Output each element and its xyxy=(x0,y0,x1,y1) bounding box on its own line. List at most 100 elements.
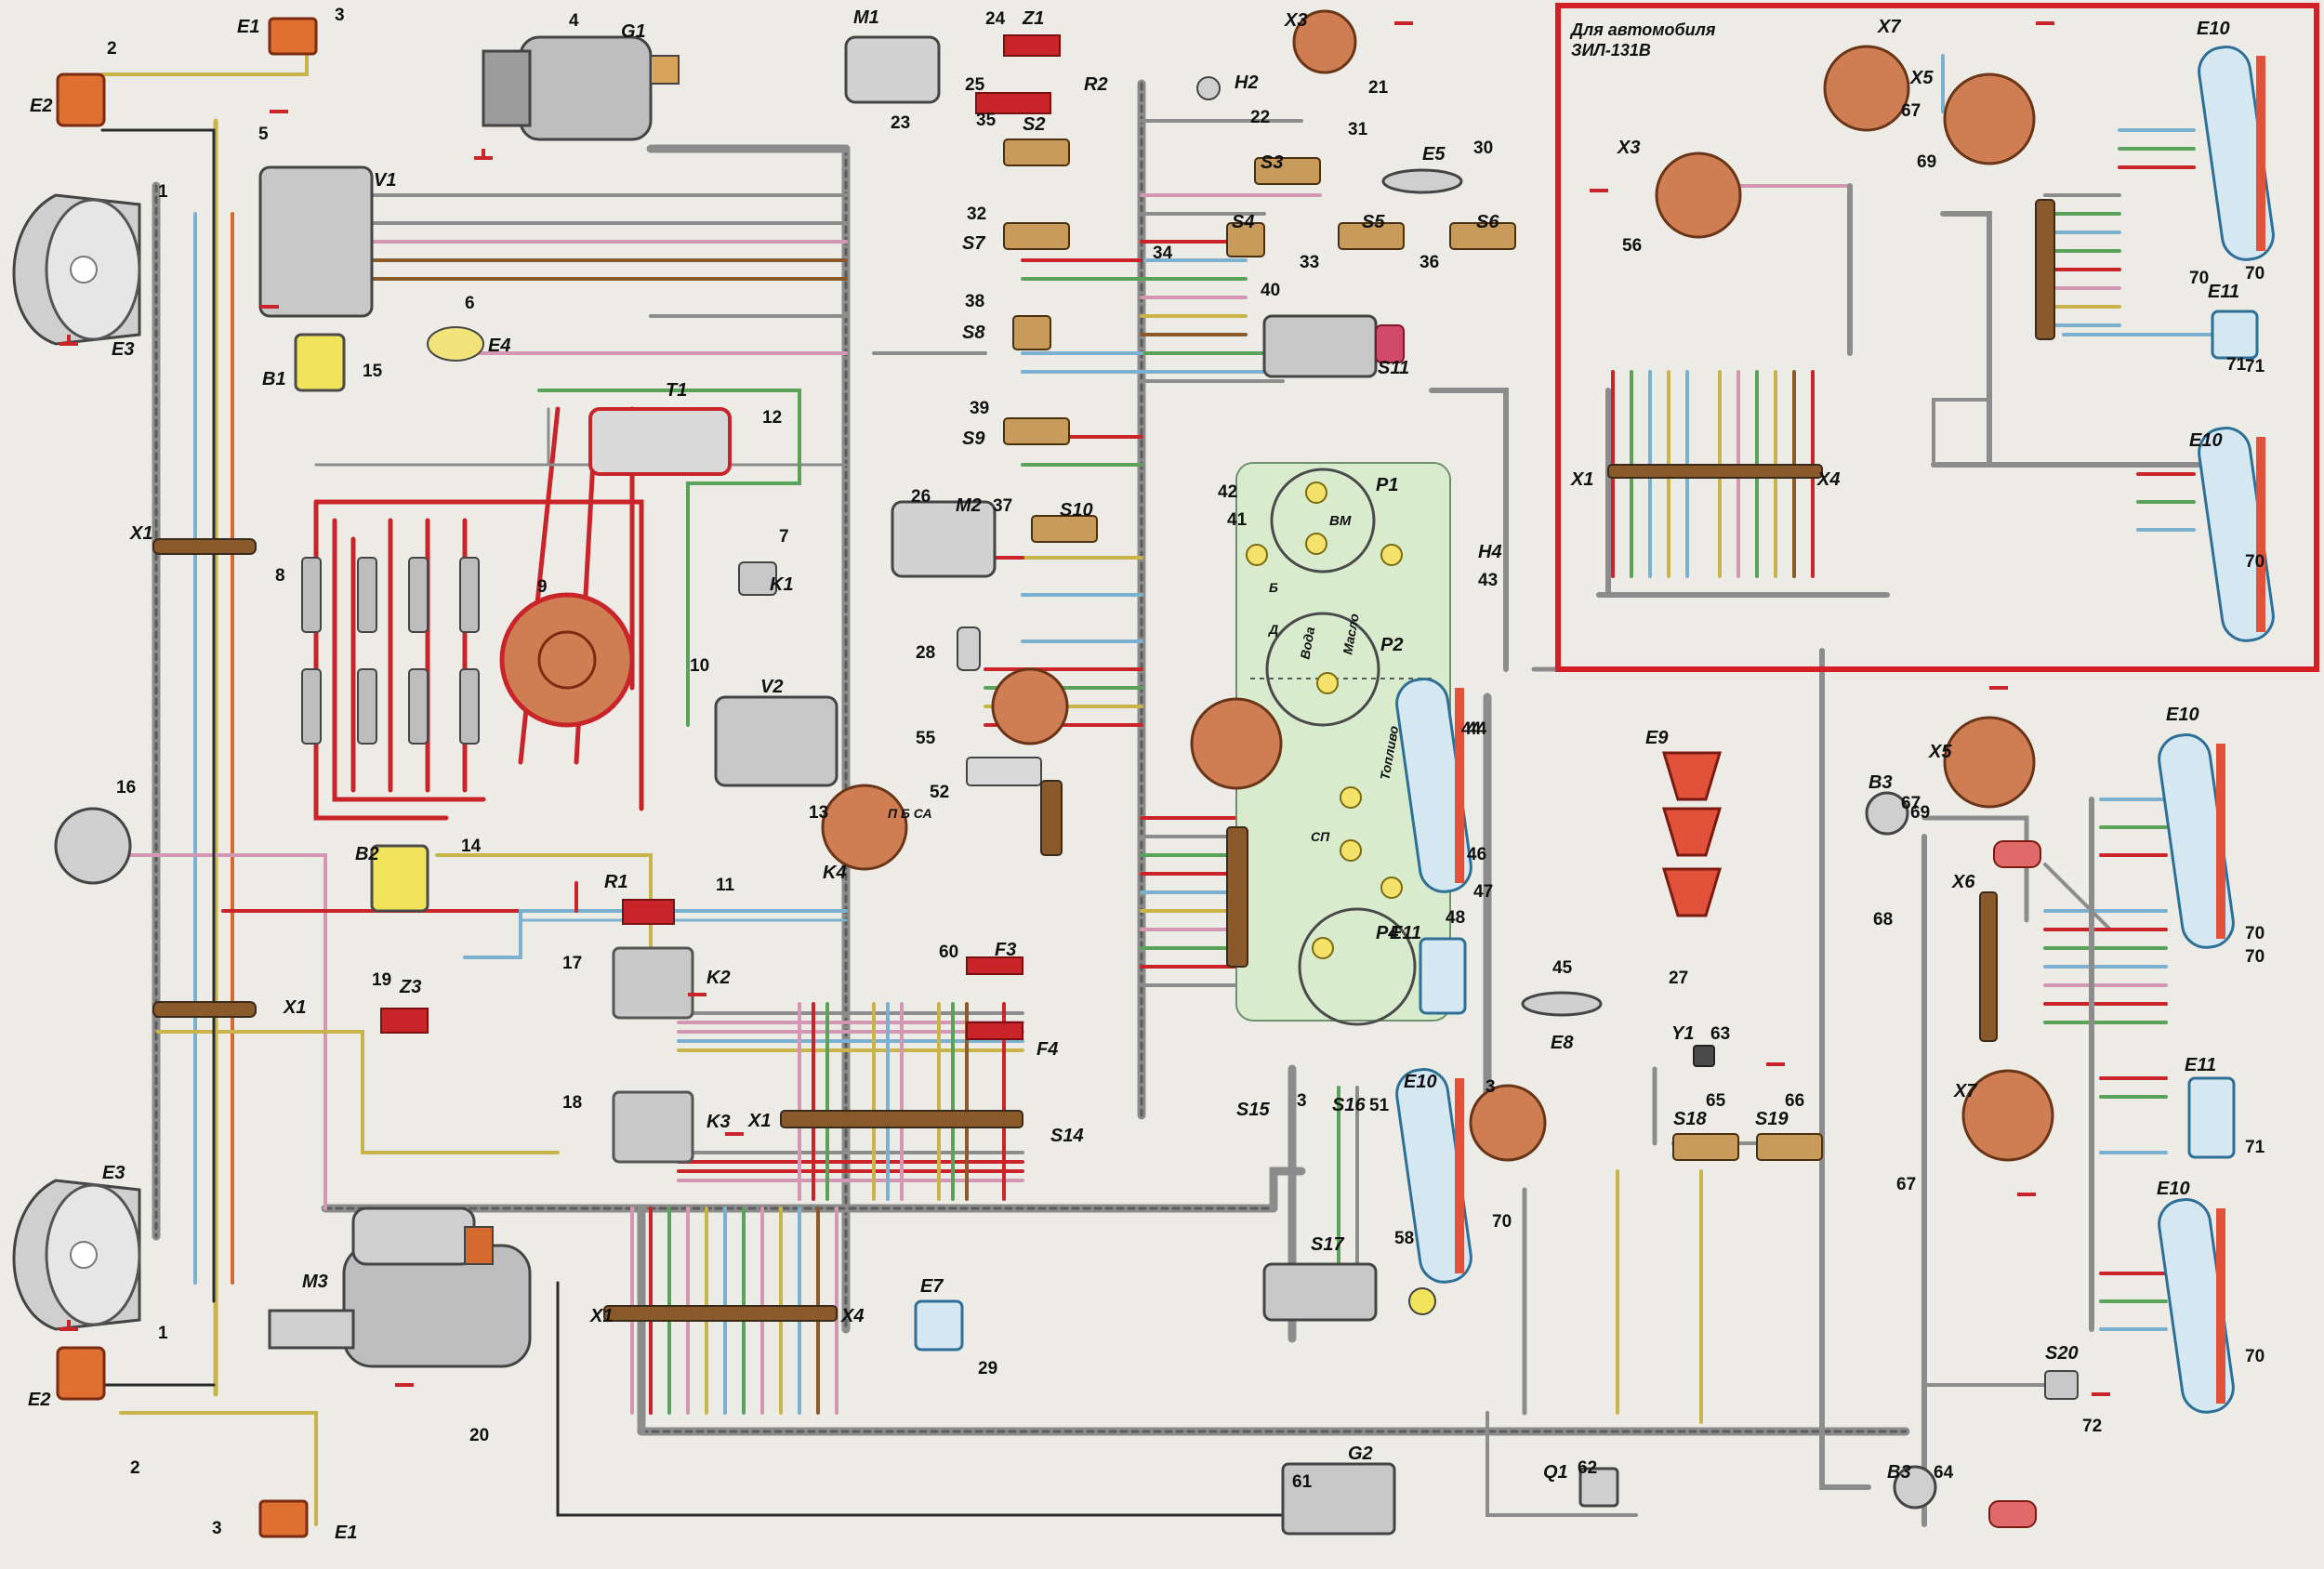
resistor-r2 xyxy=(975,92,1051,114)
component-label-lamp_e8: E8 xyxy=(1551,1033,1574,1053)
block-55 xyxy=(966,757,1042,786)
component-label-h4: H4 xyxy=(1478,542,1502,562)
terminal-d: Д xyxy=(1268,622,1278,637)
relay-k1-body xyxy=(738,561,777,596)
component-label-resistor: R1 xyxy=(604,872,628,892)
component-number-plugs_a: 8 xyxy=(275,566,285,586)
connector-x1-label-c: X1 xyxy=(747,1111,771,1131)
component-label-s18: S18 xyxy=(1673,1109,1707,1129)
component-number-marker_bot: 3 xyxy=(212,1519,222,1538)
component-number-b3a: 68 xyxy=(1873,910,1893,930)
repeat-label-2: 70 xyxy=(2245,264,2265,283)
component-label-sw_s5: S5 xyxy=(1362,212,1385,232)
side-lamp-bottom xyxy=(56,1346,106,1401)
component-label-sw_35: S2 xyxy=(1023,114,1045,135)
h2-body xyxy=(1196,76,1221,100)
component-number-relay_k3: 18 xyxy=(562,1093,582,1113)
component-label-sw_s6: S6 xyxy=(1476,212,1499,232)
component-number-side_top: 2 xyxy=(107,39,117,59)
component-label-marker_top: E1 xyxy=(237,17,259,37)
component-label-relay_k1: K1 xyxy=(770,574,794,595)
component-label-side_top: E2 xyxy=(30,96,52,116)
gauge-oil-label: Масло xyxy=(1340,612,1362,655)
component-number-sw_s7: 32 xyxy=(967,204,986,224)
switch-group xyxy=(1003,138,1823,1161)
repeat-label-9: 69 xyxy=(1910,803,1930,823)
repeat-label-4: 70 xyxy=(2245,1347,2265,1366)
component-number-e11: 71 xyxy=(2226,355,2247,375)
inset-title-1: Для автомобиля xyxy=(1569,20,1716,39)
repeat-label-18: 70 xyxy=(1492,1212,1512,1232)
relay-k2-body xyxy=(612,946,694,1020)
component-label-g2: G2 xyxy=(1348,1444,1373,1464)
socket-group xyxy=(821,9,2054,1162)
component-number-p2: 47 xyxy=(1473,882,1493,902)
sensor-b3-top xyxy=(1865,791,1909,836)
connector-x4-label-a: X4 xyxy=(840,1306,864,1326)
terminal-b: Б xyxy=(1269,580,1278,595)
component-number-resistor: 11 xyxy=(716,876,735,895)
component-number-s20: 72 xyxy=(2082,1417,2102,1436)
component-number-x3b: 56 xyxy=(1622,236,1642,256)
lamp-e11-inset xyxy=(2211,310,2259,360)
component-number-sw_s10: 37 xyxy=(993,496,1012,516)
component-number-lamp41: 41 xyxy=(1227,510,1248,530)
repeat-label-0: 70 xyxy=(2245,924,2265,943)
component-label-alternator: G1 xyxy=(621,21,646,42)
repeat-label-1: 70 xyxy=(2245,552,2265,572)
battery-g2 xyxy=(1281,1462,1396,1536)
component-number-lamps_e9: 27 xyxy=(1669,969,1688,988)
component-number-x5: 69 xyxy=(1917,152,1936,172)
component-number-s16: 51 xyxy=(1369,1096,1390,1115)
component-number-lamp42: 42 xyxy=(1218,482,1237,502)
switch-s11-body xyxy=(1262,314,1378,378)
sensor-b1 xyxy=(294,333,346,392)
component-label-hl_top: E3 xyxy=(112,339,134,360)
component-label-sensor_b2: B2 xyxy=(355,844,379,864)
component-label-lamp_e5: E5 xyxy=(1422,144,1446,165)
component-number-starter: 20 xyxy=(469,1426,489,1445)
component-label-sw_s3: S3 xyxy=(1261,152,1283,173)
component-label-sw_s4: S4 xyxy=(1232,212,1254,232)
repeat-label-3: 70 xyxy=(2245,947,2265,967)
dash-lamps xyxy=(1246,481,1403,959)
gauge-vm-label: ВМ xyxy=(1329,513,1352,529)
component-label-b3a: B3 xyxy=(1868,772,1893,793)
regulator-box xyxy=(258,165,374,318)
component-label-s16: S16 xyxy=(1332,1095,1366,1115)
component-number-s12: 52 xyxy=(930,783,949,802)
component-label-lamps_e9: E9 xyxy=(1645,728,1669,748)
lamp-e11-panel xyxy=(1419,937,1467,1015)
component-number-fuse_z3: 19 xyxy=(372,970,391,990)
component-label-sw_s10: S10 xyxy=(1060,500,1093,521)
component-label-p2: P2 xyxy=(1380,635,1403,655)
component-number-alternator: 4 xyxy=(569,11,579,31)
component-label-f3: F3 xyxy=(995,940,1016,960)
component-number-p48: 48 xyxy=(1446,908,1465,928)
component-number-f55: 55 xyxy=(916,729,936,748)
component-number-sw_s6: 36 xyxy=(1419,253,1439,272)
component-number-marker_top: 3 xyxy=(335,6,345,25)
component-number-switch_v2: 10 xyxy=(690,656,709,676)
connector-k4-label: K4 xyxy=(823,863,847,883)
component-label-x7: X7 xyxy=(1877,17,1901,37)
repeat-label-10: E10 xyxy=(2189,430,2223,451)
component-number-distributor: 9 xyxy=(537,577,548,597)
component-number-horn: 16 xyxy=(116,778,136,798)
component-label-x5: X5 xyxy=(1909,68,1934,88)
component-number-z1: 24 xyxy=(985,9,1006,29)
component-label-sw_s8: S8 xyxy=(962,323,985,343)
component-label-coil: T1 xyxy=(666,380,687,401)
connector-x1-label-a: X1 xyxy=(129,523,152,544)
headlight-bottom xyxy=(12,1179,141,1331)
switch-s14-label: S14 xyxy=(1050,1126,1084,1146)
repeat-label-19: 3 xyxy=(1297,1091,1307,1111)
lamp-e11-trailer xyxy=(2187,1076,2236,1159)
ignition-coil xyxy=(588,407,732,476)
rear-lamps-e9 xyxy=(1661,751,1723,917)
repeat-label-21: 44 xyxy=(1461,719,1482,739)
component-number-sensor_28: 28 xyxy=(916,643,935,663)
lamp-e5 xyxy=(1381,168,1463,194)
